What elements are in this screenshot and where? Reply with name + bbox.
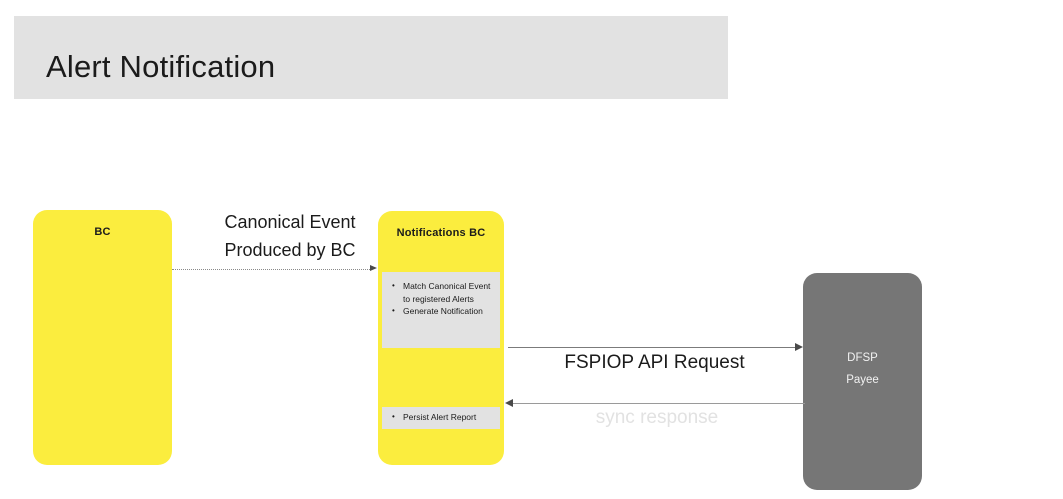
lane-dfsp-payee[interactable]: DFSP Payee xyxy=(803,273,922,490)
connector-label-fspiop-api-request: FSPIOP API Request xyxy=(564,352,745,373)
connector-sync-response xyxy=(513,403,805,404)
lane-bc-label: BC xyxy=(94,226,111,238)
arrowhead-left-icon xyxy=(505,399,513,407)
arrowhead-right-icon xyxy=(795,343,803,351)
lane-dfsp-label: DFSP xyxy=(847,352,878,364)
bullet-item: Persist Alert Report xyxy=(388,411,494,424)
bullet-item: Generate Notification xyxy=(388,305,494,318)
connector-label-line-2: Produced by BC xyxy=(224,240,356,260)
lane-notifications-bc-label: Notifications BC xyxy=(396,227,486,239)
lane-bc[interactable]: BC xyxy=(33,210,172,465)
arrowhead-right-icon xyxy=(370,265,377,271)
activity-box-match-canonical[interactable]: Match Canonical Event to registered Aler… xyxy=(382,272,500,348)
connector-fspiop-api-request xyxy=(508,347,798,348)
page-title: Alert Notification xyxy=(46,49,276,84)
connector-label-sync-response: sync response xyxy=(595,407,719,428)
bullet-list-persist-alert-report: Persist Alert Report xyxy=(388,411,494,424)
activity-box-persist-alert-report[interactable]: Persist Alert Report xyxy=(382,407,500,429)
lane-payee-label: Payee xyxy=(846,374,879,386)
header-banner: Alert Notification xyxy=(14,16,728,99)
bullet-item: Match Canonical Event to registered Aler… xyxy=(388,279,494,305)
connector-canonical-event xyxy=(172,269,372,270)
bullet-list-match-canonical: Match Canonical Event to registered Aler… xyxy=(388,279,494,318)
connector-label-line-1: Canonical Event xyxy=(224,212,356,232)
connector-label-canonical-event: Canonical Event Produced by BC xyxy=(190,208,390,264)
